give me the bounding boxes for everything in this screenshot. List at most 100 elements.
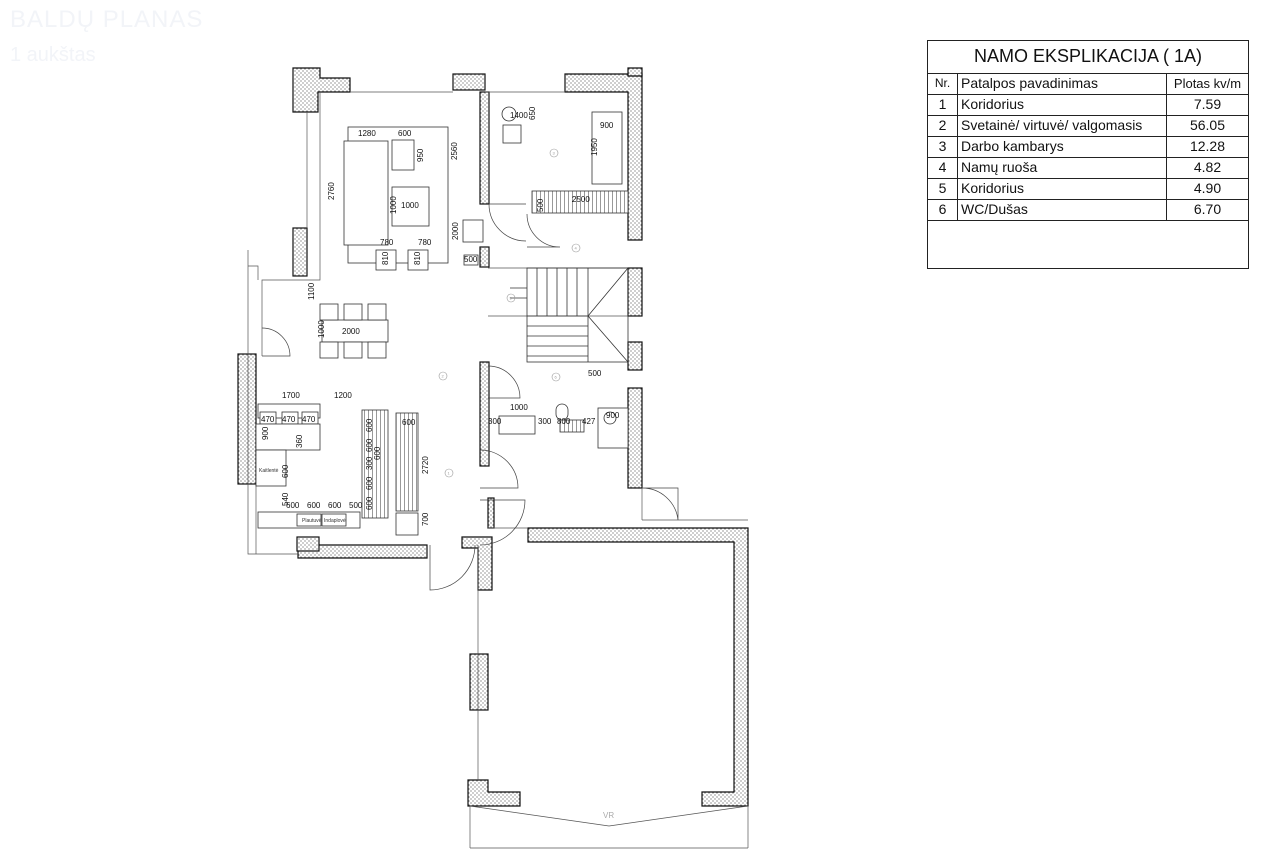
dim-label: 2000 <box>451 222 460 240</box>
room-tag: 6 <box>555 375 558 380</box>
dim-label: 600 <box>365 496 374 510</box>
dim-label: 1400 <box>510 111 528 120</box>
dim-label: 427 <box>582 417 596 426</box>
dim-label: 900 <box>600 121 614 130</box>
table-row: 5 Koridorius 4.90 <box>928 179 1248 200</box>
cell-area: 4.90 <box>1193 180 1222 196</box>
room-schedule-table: NAMO EKSPLIKACIJA ( 1A) Nr. Patalpos pav… <box>927 40 1249 269</box>
dim-label: 600 <box>281 464 290 478</box>
dim-label: 600 <box>365 476 374 490</box>
dim-label: 900 <box>261 426 270 440</box>
dim-label: 1200 <box>334 391 352 400</box>
dim-label: 600 <box>328 501 342 510</box>
walls <box>237 67 749 807</box>
armchair-icon <box>407 249 429 271</box>
dim-label: 1280 <box>358 129 376 138</box>
dim-label: 600 <box>365 438 374 452</box>
dim-label: 1950 <box>590 138 599 156</box>
dim-label: 2560 <box>450 142 459 160</box>
cooktop-label: Kaitlentė <box>259 468 279 474</box>
dim-label: 360 <box>295 434 304 448</box>
plan-labels: Kaitlentė Plautuvė Indaplovė VR <box>259 468 614 820</box>
dim-label: 300 <box>365 456 374 470</box>
dishwasher-label: Indaplovė <box>324 518 346 524</box>
dim-label: 600 <box>402 418 416 427</box>
cell-name: Koridorius <box>958 179 1167 199</box>
dim-label: 2760 <box>327 182 336 200</box>
desk-chair-icon <box>501 106 517 122</box>
dim-label: 780 <box>380 238 394 247</box>
room-tag: 4 <box>575 246 578 251</box>
cell-nr: 5 <box>928 179 958 199</box>
table-row: 3 Darbo kambarys 12.28 <box>928 137 1248 158</box>
coffee-table-icon <box>391 186 430 227</box>
table-header-row: Nr. Patalpos pavadinimas Plotas kv/m <box>928 74 1248 95</box>
dim-label: 300 <box>538 417 552 426</box>
cell-name: Koridorius <box>958 95 1167 115</box>
cell-nr: 1 <box>928 95 958 115</box>
ghost-subtitle: 1 aukštas <box>10 44 96 66</box>
dim-label: 540 <box>281 492 290 506</box>
header-area: Plotas kv/m <box>1173 76 1242 91</box>
dim-label: 1000 <box>401 201 419 210</box>
office-chair-icon <box>502 124 522 144</box>
dim-label: 300 <box>488 417 502 426</box>
dim-label: 900 <box>606 411 620 420</box>
cell-name: Namų ruoša <box>958 158 1167 178</box>
staircase <box>510 267 629 363</box>
furniture <box>255 106 629 536</box>
cell-area: 6.70 <box>1193 201 1222 217</box>
vr-label: VR <box>603 811 614 820</box>
doors <box>261 203 679 591</box>
dimension-labels: 1280 600 950 2560 2760 1000 1000 780 780… <box>261 106 620 526</box>
dim-label: 500 <box>536 198 545 212</box>
room-tag: 3 <box>553 151 556 156</box>
cell-nr: 6 <box>928 200 958 220</box>
dim-label: 470 <box>282 415 296 424</box>
dim-label: 650 <box>528 106 537 120</box>
lounge-sofa-icon <box>591 111 623 185</box>
cell-name: WC/Dušas <box>958 200 1167 220</box>
header-name: Patalpos pavadinimas <box>958 74 1167 94</box>
table-row: 1 Koridorius 7.59 <box>928 95 1248 116</box>
room-tag: 2 <box>442 374 445 379</box>
sink-icon <box>498 415 536 435</box>
dim-label: 1700 <box>282 391 300 400</box>
header-nr: Nr. <box>928 74 958 94</box>
dim-label: 2500 <box>572 195 590 204</box>
dim-label: 800 <box>557 417 571 426</box>
room-tags: 1 2 3 4 5 6 <box>438 148 581 478</box>
ghost-title: BALDŲ PLANAS <box>10 6 204 33</box>
dim-label: 470 <box>302 415 316 424</box>
dim-label: 2720 <box>421 456 430 474</box>
cell-area: 7.59 <box>1193 96 1222 112</box>
dim-label: 810 <box>381 251 390 265</box>
dim-label: 600 <box>398 129 412 138</box>
table-title: NAMO EKSPLIKACIJA ( 1A) <box>928 41 1248 74</box>
dim-label: 1000 <box>510 403 528 412</box>
dim-label: 600 <box>365 418 374 432</box>
armchair-icon <box>375 249 397 271</box>
dim-label: 600 <box>307 501 321 510</box>
dim-label: 810 <box>413 251 422 265</box>
tv-stand-icon <box>462 219 484 243</box>
dim-label: 780 <box>418 238 432 247</box>
shelf-icon <box>531 190 629 214</box>
table-row: 6 WC/Dušas 6.70 <box>928 200 1248 221</box>
cell-nr: 4 <box>928 158 958 178</box>
cell-area: 4.82 <box>1193 159 1222 175</box>
dim-label: 950 <box>416 148 425 162</box>
dim-label: 700 <box>421 512 430 526</box>
cell-nr: 3 <box>928 137 958 157</box>
sink-label: Plautuvė <box>302 518 322 524</box>
sofa-icon <box>343 140 389 246</box>
cell-name: Darbo kambarys <box>958 137 1167 157</box>
room-tag: 1 <box>448 471 451 476</box>
room-tag: 5 <box>510 296 513 301</box>
dim-label: 500 <box>349 501 363 510</box>
dim-label: 600 <box>286 501 300 510</box>
dim-label: 1000 <box>389 196 398 214</box>
table-row: 2 Svetainė/ virtuvė/ valgomasis 56.05 <box>928 116 1248 137</box>
dim-label: 500 <box>588 369 602 378</box>
